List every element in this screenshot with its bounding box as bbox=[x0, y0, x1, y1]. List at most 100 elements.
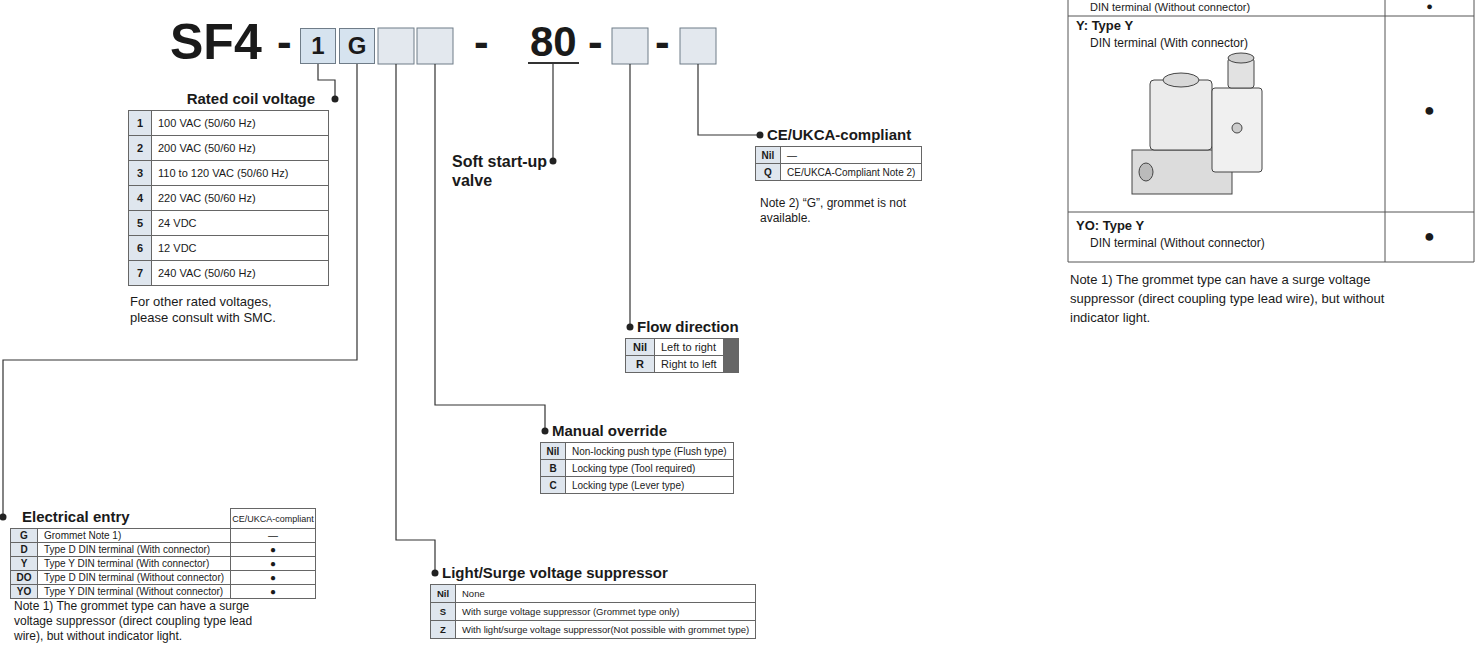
table-grid: NilLeft to rightRRight to left bbox=[625, 338, 739, 373]
leader-dot bbox=[542, 428, 549, 435]
table-heading-row: Manual override bbox=[540, 420, 734, 442]
table-cell: — bbox=[231, 529, 315, 542]
leader-dot bbox=[0, 514, 7, 521]
connector-screw bbox=[1232, 123, 1242, 133]
table-cell: ● bbox=[231, 571, 315, 584]
option-table: Flow directionNilLeft to rightRRight to … bbox=[625, 316, 739, 373]
leader-dot bbox=[627, 324, 634, 331]
table-cell: YO: Type Y bbox=[1076, 218, 1144, 233]
leader-dot bbox=[332, 96, 339, 103]
table-grid: NilNoneSWith surge voltage suppressor (G… bbox=[430, 584, 756, 639]
option-code: 2 bbox=[129, 136, 151, 160]
table-heading-row: Flow direction bbox=[625, 316, 739, 338]
leader-connector bbox=[318, 64, 339, 103]
option-code: Z bbox=[431, 621, 455, 638]
empty-code-box bbox=[612, 28, 648, 64]
separator: - bbox=[588, 14, 603, 70]
availability-mark: ● bbox=[1385, 226, 1474, 247]
code-value: 1 bbox=[311, 32, 324, 60]
table-grid: Nil—QCE/UKCA-Compliant Note 2) bbox=[755, 146, 922, 181]
table-grid: 1100 VAC (50/60 Hz)2200 VAC (50/60 Hz)31… bbox=[128, 110, 329, 286]
table-cell: 24 VDC bbox=[152, 211, 328, 235]
separator: - bbox=[474, 14, 489, 70]
table-cell: ● bbox=[231, 543, 315, 556]
option-code: Nil bbox=[541, 443, 565, 459]
terminal-table: DIN terminal (Without connector) ● Y: Type… bbox=[1068, 0, 1474, 262]
table-cell: 110 to 120 VAC (50/60 Hz) bbox=[152, 161, 328, 185]
coil-nut bbox=[1163, 73, 1199, 87]
leader-line bbox=[629, 64, 630, 327]
table-cell: Locking type (Tool required) bbox=[566, 460, 733, 476]
option-code: R bbox=[626, 356, 654, 372]
table-cell: ● bbox=[231, 557, 315, 570]
leader-dot bbox=[550, 158, 557, 165]
din-connector bbox=[1212, 88, 1262, 172]
option-code: 5 bbox=[129, 211, 151, 235]
option-code: 3 bbox=[129, 161, 151, 185]
table-cell: DIN terminal (Without connector) bbox=[1090, 236, 1265, 250]
table-cell: Type D DIN terminal (Without connector) bbox=[38, 571, 230, 584]
option-code: D bbox=[11, 543, 37, 556]
table-cell: 220 VAC (50/60 Hz) bbox=[152, 186, 328, 210]
table-grid: GGrommet Note 1)— D Type D DIN terminal (W… bbox=[10, 528, 316, 599]
option-table: Manual overrideNilNon-locking push type … bbox=[540, 420, 734, 494]
table-cell: DIN terminal (With connector) bbox=[1090, 36, 1248, 50]
code-value: G bbox=[348, 32, 367, 60]
separator: - bbox=[277, 14, 292, 70]
valve-port bbox=[1139, 163, 1153, 181]
code-box: G bbox=[339, 28, 375, 64]
option-code: 1 bbox=[129, 111, 151, 135]
table-cell: DIN terminal (Without connector) bbox=[1090, 1, 1250, 13]
table-heading-row: Light/Surge voltage suppressor bbox=[430, 562, 756, 584]
option-table: Rated coil voltage1100 VAC (50/60 Hz)220… bbox=[128, 88, 329, 286]
option-code: G bbox=[11, 529, 37, 542]
table-cell: ● bbox=[231, 585, 315, 598]
table-cell: Type Y DIN terminal (Without connector) bbox=[38, 585, 230, 598]
table-cell: Non-locking push type (Flush type) bbox=[566, 443, 733, 459]
leader-line bbox=[552, 64, 553, 161]
table-heading: CE/UKCA-compliant bbox=[755, 124, 911, 146]
option-code: YO bbox=[11, 585, 37, 598]
option-code: Nil bbox=[431, 585, 455, 602]
table-cell: — bbox=[781, 147, 921, 163]
table-grid: NilNon-locking push type (Flush type)BLo… bbox=[540, 442, 734, 494]
option-code: Q bbox=[756, 164, 780, 180]
table-heading: Manual override bbox=[540, 420, 667, 442]
availability-mark: ● bbox=[1385, 100, 1474, 121]
table-cell: Left to right bbox=[655, 339, 723, 355]
separator: - bbox=[655, 14, 670, 70]
empty-code-box bbox=[378, 28, 414, 64]
table-cell: CE/UKCA-Compliant Note 2) bbox=[781, 164, 921, 180]
note: Note 2) “G”, grommet is not available. bbox=[760, 196, 920, 226]
table-cell: 240 VAC (50/60 Hz) bbox=[152, 261, 328, 285]
option-code: Nil bbox=[756, 147, 780, 163]
table-cell: Y: Type Y bbox=[1076, 18, 1133, 33]
option-code: C bbox=[541, 477, 565, 493]
table-cell: 12 VDC bbox=[152, 236, 328, 260]
table-cell: With light/surge voltage suppressor(Not … bbox=[456, 621, 755, 638]
leader-dot bbox=[432, 570, 439, 577]
leader-connector bbox=[0, 64, 357, 521]
table-heading: Electrical entry bbox=[10, 506, 130, 528]
table-heading-row: CE/UKCA-compliant bbox=[755, 124, 922, 146]
availability-mark: ● bbox=[1385, 0, 1474, 12]
table-border bbox=[1068, 0, 1474, 262]
table-cell: Grommet Note 1) bbox=[38, 529, 230, 542]
fixed-code: 80 bbox=[530, 14, 577, 70]
table-heading: Flow direction bbox=[625, 316, 739, 338]
table-cell: Locking type (Lever type) bbox=[566, 477, 733, 493]
table-cell: Type Y DIN terminal (With connector) bbox=[38, 557, 230, 570]
option-code: B bbox=[541, 460, 565, 476]
valve-coil bbox=[1150, 80, 1212, 150]
table-heading-row: Electrical entryCE/UKCA-compliant bbox=[10, 506, 316, 528]
table-cell: With surge voltage suppressor (Grommet t… bbox=[456, 603, 755, 620]
option-code: DO bbox=[11, 571, 37, 584]
option-code: 4 bbox=[129, 186, 151, 210]
empty-code-box bbox=[417, 28, 453, 64]
note: Note 1) The grommet type can have a surg… bbox=[1070, 270, 1390, 327]
leader-dot bbox=[757, 132, 764, 139]
table-heading: Rated coil voltage bbox=[187, 88, 329, 110]
table-cell: None bbox=[456, 585, 755, 602]
